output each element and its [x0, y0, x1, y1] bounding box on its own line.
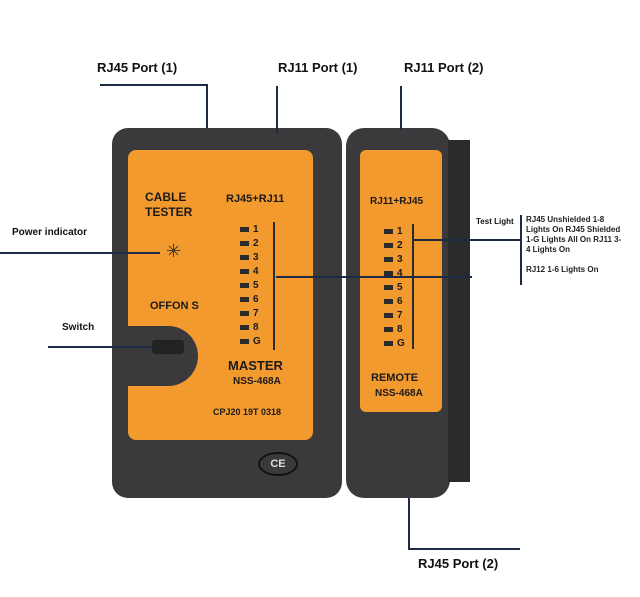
remote-led-label: 1 — [397, 225, 403, 237]
master-led-label: 8 — [253, 321, 259, 333]
remote-header: RJ11+RJ45 — [370, 196, 424, 207]
remote-led-row: 5 — [384, 280, 403, 294]
remote-led-icon — [384, 228, 393, 234]
master-led-label: 7 — [253, 307, 259, 319]
test-light-notes: RJ45 Unshielded 1-8 Lights On RJ45 Shiel… — [526, 215, 634, 275]
remote-led-row: 1 — [384, 224, 403, 238]
note-line-4: 4 Lights On — [526, 245, 570, 254]
master-led-icon — [240, 226, 249, 232]
switch-label-callout: Switch — [62, 322, 95, 333]
ce-mark: CE — [258, 452, 298, 476]
power-indicator-line — [0, 252, 160, 254]
rj45-port-2-line-h — [408, 548, 520, 550]
remote-led-icon — [384, 298, 393, 304]
rj11-port-2-line — [400, 86, 402, 130]
master-led-icon — [240, 268, 249, 274]
notes-bracket — [520, 215, 522, 285]
test-light-label: Test Light — [476, 217, 514, 226]
master-led-row: 8 — [240, 320, 259, 334]
master-header: RJ45+RJ11 — [226, 193, 285, 205]
remote-led-label: 7 — [397, 309, 403, 321]
master-led-label: 2 — [253, 237, 259, 249]
remote-led-label: 5 — [397, 281, 403, 293]
master-led-row: 5 — [240, 278, 259, 292]
cable-tester-label: CABLE TESTER — [145, 190, 193, 219]
note-line-5: RJ12 1-6 Lights On — [526, 265, 599, 274]
remote-led-icon — [384, 256, 393, 262]
rj11-port-1-label: RJ11 Port (1) — [278, 60, 358, 75]
rj11-port-1-line — [276, 86, 278, 134]
master-led-label: 6 — [253, 293, 259, 305]
note-line-1: RJ45 Unshielded 1-8 — [526, 215, 605, 224]
rj11-port-2-label: RJ11 Port (2) — [404, 60, 484, 75]
remote-led-label: 2 — [397, 239, 403, 251]
remote-led-row: 7 — [384, 308, 403, 322]
remote-led-icon — [384, 326, 393, 332]
remote-led-row: 3 — [384, 252, 403, 266]
test-light-line-master — [276, 276, 472, 278]
test-light-line-remote — [414, 239, 522, 241]
power-switch[interactable] — [152, 340, 184, 354]
power-indicator-label: Power indicator — [12, 227, 88, 238]
remote-led-label: 8 — [397, 323, 403, 335]
remote-led-row: 2 — [384, 238, 403, 252]
master-led-label: 3 — [253, 251, 259, 263]
remote-led-row: 4 — [384, 266, 403, 280]
master-led-bracket — [273, 222, 275, 350]
master-led-label: 4 — [253, 265, 259, 277]
rj45-port-1-label: RJ45 Port (1) — [97, 60, 178, 75]
master-led-row: 1 — [240, 222, 259, 236]
master-led-row: G — [240, 334, 261, 348]
remote-led-label: 6 — [397, 295, 403, 307]
master-led-icon — [240, 324, 249, 330]
master-led-icon — [240, 282, 249, 288]
note-line-2: Lights On RJ45 Shielded — [526, 225, 621, 234]
switch-notch — [128, 326, 198, 386]
master-panel — [128, 150, 313, 440]
note-line-3: 1-G Lights All On RJ11 3- — [526, 235, 622, 244]
master-led-row: 2 — [240, 236, 259, 250]
remote-led-icon — [384, 242, 393, 248]
master-led-row: 7 — [240, 306, 259, 320]
remote-led-row: 6 — [384, 294, 403, 308]
master-led-label: G — [253, 335, 261, 347]
power-indicator-led: ✳ — [166, 241, 182, 261]
switch-line — [48, 346, 152, 348]
master-led-row: 6 — [240, 292, 259, 306]
master-led-icon — [240, 296, 249, 302]
remote-led-icon — [384, 312, 393, 318]
remote-led-icon — [384, 270, 393, 276]
master-name: MASTER — [228, 358, 283, 373]
remote-led-row: 8 — [384, 322, 403, 336]
ce-mark-text: CE — [270, 458, 286, 470]
master-led-icon — [240, 310, 249, 316]
remote-led-label: G — [397, 337, 405, 349]
remote-panel — [360, 150, 442, 412]
rj45-port-2-label: RJ45 Port (2) — [418, 556, 499, 571]
remote-name: REMOTE — [371, 372, 419, 384]
master-led-row: 4 — [240, 264, 259, 278]
remote-led-bracket — [412, 224, 414, 349]
remote-led-icon — [384, 340, 393, 346]
remote-led-icon — [384, 284, 393, 290]
master-model: NSS-468A — [233, 376, 281, 387]
rj45-port-1-line-v — [206, 84, 208, 128]
master-led-icon — [240, 240, 249, 246]
master-led-label: 5 — [253, 279, 259, 291]
master-serial: CPJ20 19T 0318 — [213, 407, 282, 417]
rj45-port-1-line-h — [100, 84, 208, 86]
remote-led-label: 4 — [397, 267, 403, 279]
remote-led-label: 3 — [397, 253, 403, 265]
master-led-icon — [240, 338, 249, 344]
remote-side-rail — [448, 140, 470, 482]
master-led-icon — [240, 254, 249, 260]
remote-led-row: G — [384, 336, 405, 350]
master-led-label: 1 — [253, 223, 259, 235]
remote-model: NSS-468A — [375, 388, 423, 399]
switch-label: OFFON S — [150, 300, 199, 312]
rj45-port-2-line-v — [408, 498, 410, 548]
master-led-row: 3 — [240, 250, 259, 264]
